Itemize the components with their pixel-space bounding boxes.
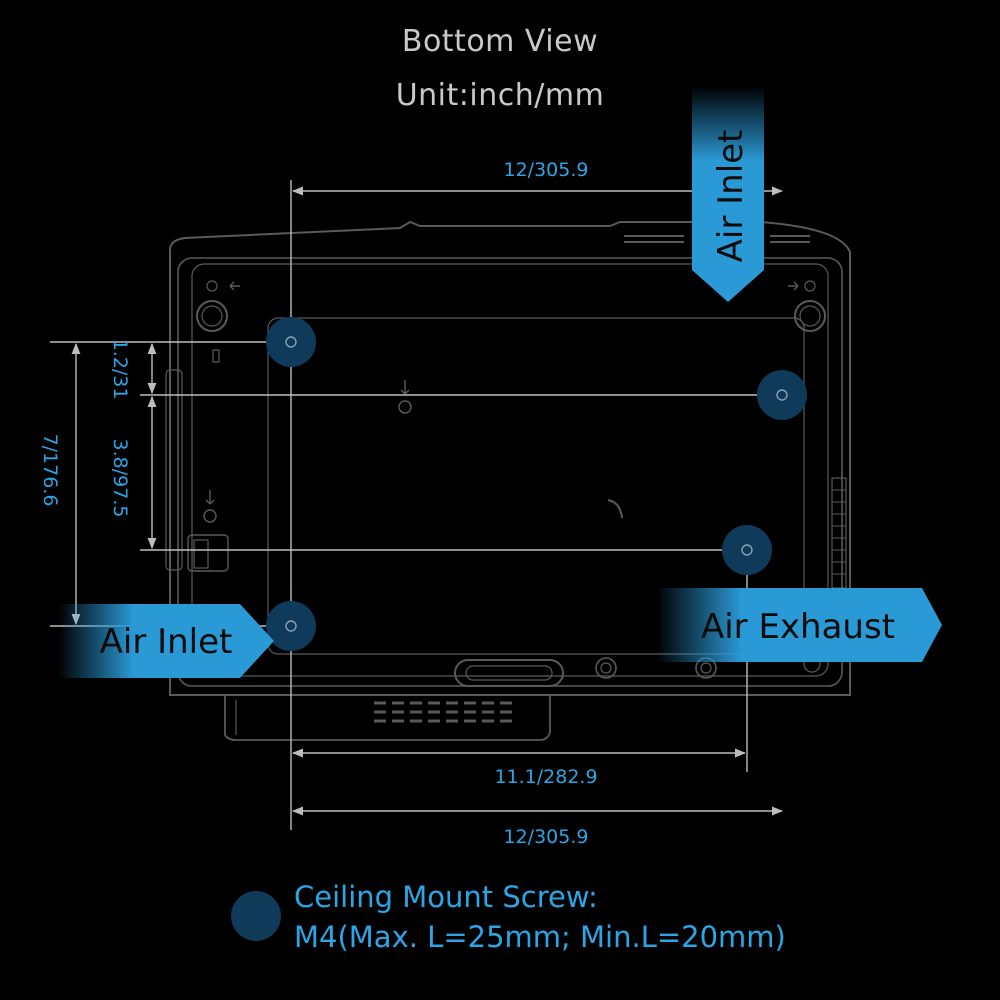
legend-title: Ceiling Mount Screw: [294,880,598,914]
air-inlet-top-label: Air Inlet [692,86,764,302]
air-inlet-left-label: Air Inlet [58,604,274,678]
dim-screw-span-width: 11.1/282.9 [494,766,597,788]
screw-marker [757,370,807,420]
dimension-lines [50,180,784,830]
air-exhaust-label: Air Exhaust [656,588,942,662]
dim-offset-small: 1.2/31 [109,339,131,400]
screw-marker [266,317,316,367]
unit-label: Unit:inch/mm [395,78,605,113]
dim-offset-mid: 3.8/97.5 [109,439,131,518]
legend-screw-marker [231,891,281,941]
diagram-title: Bottom View [401,24,599,59]
legend-spec: M4(Max. L=25mm; Min.L=20mm) [294,920,786,954]
air-inlet-top-text: Air Inlet [711,130,751,263]
dim-overall-depth: 7/176.6 [39,434,61,507]
screw-marker [266,601,316,651]
dim-top-width: 12/305.9 [504,159,589,181]
dim-bottom-width: 12/305.9 [504,826,589,848]
air-inlet-left-text: Air Inlet [100,622,233,662]
projector-outline [165,220,851,741]
screw-marker [722,525,772,575]
air-exhaust-text: Air Exhaust [701,607,895,647]
ceiling-mount-screws [266,317,807,651]
